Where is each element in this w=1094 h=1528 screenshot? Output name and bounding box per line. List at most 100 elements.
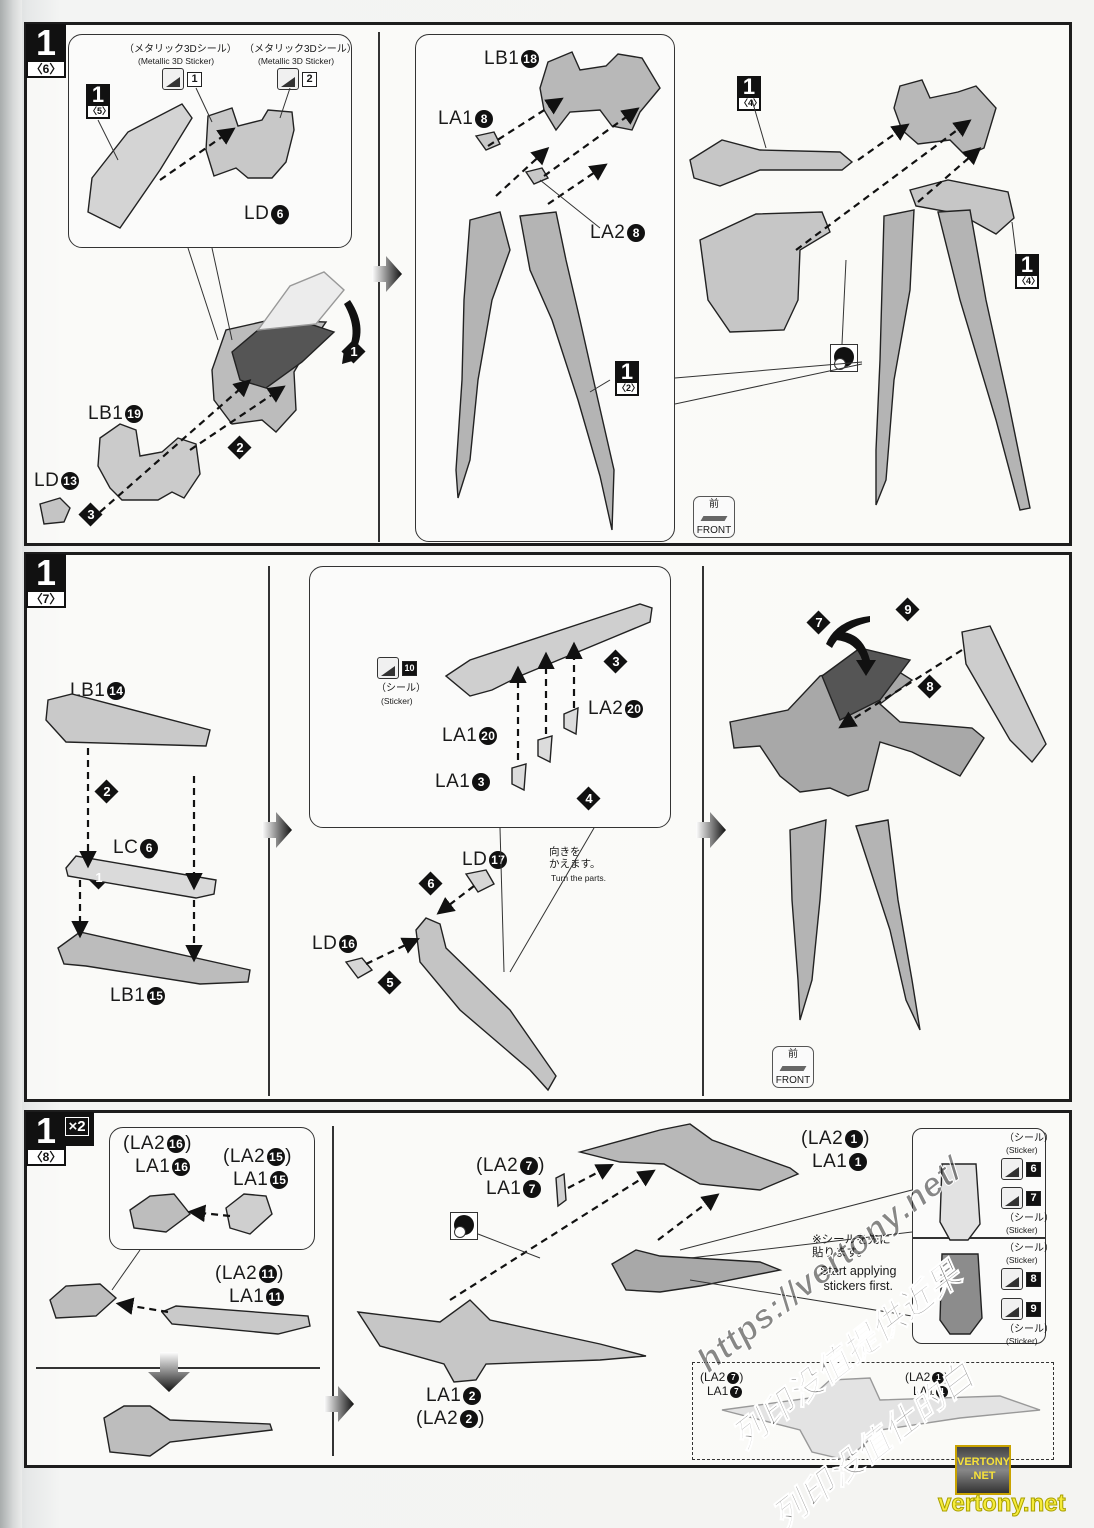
part-code: LC	[113, 837, 139, 858]
sticker-label-jp: （シール）	[1004, 1243, 1054, 1254]
leader-line	[195, 87, 213, 123]
backpack-ghost-illustration	[256, 271, 345, 331]
leader-line	[279, 87, 291, 119]
order-mark: 7	[808, 612, 830, 634]
part-fin-illustration	[611, 1249, 783, 1293]
sticker-6: 6	[1001, 1158, 1041, 1180]
order-number: 2	[103, 784, 111, 799]
part-code: LB1	[110, 985, 146, 1006]
page-binding-edge	[0, 0, 22, 1528]
turn-note-jp: 向きを かえます。	[549, 846, 601, 870]
rotate-arrow-icon	[836, 631, 876, 676]
part-la1-3-illustration	[511, 763, 527, 792]
leader-line	[1011, 221, 1017, 255]
part-paren: )	[739, 1370, 744, 1384]
guide-arrow	[487, 97, 564, 147]
part-number: 7	[520, 1157, 539, 1175]
guide-arrow	[543, 107, 640, 177]
leader-line	[674, 363, 863, 405]
leader-line	[187, 247, 219, 341]
part-code: LA1	[486, 1178, 522, 1199]
leader-line	[539, 179, 601, 229]
part-code: LA1	[812, 1151, 848, 1172]
sticker-part-top-illustration	[939, 1163, 981, 1241]
front-label: FRONT	[775, 1075, 811, 1086]
part-head-illustration	[49, 1283, 118, 1319]
sticker-panel-divider	[912, 1237, 1046, 1239]
multiplier-badge: ×2	[60, 1112, 94, 1146]
sticker-icon	[1001, 1298, 1023, 1320]
part-lb1-15-illustration	[57, 931, 251, 985]
guide-arrow	[189, 385, 286, 451]
part-arm-left-illustration	[689, 139, 854, 187]
sticker-label-en: (Sticker)	[1006, 1145, 1038, 1155]
part-arm-right-illustration	[909, 179, 1015, 235]
leg-left-illustration	[455, 211, 511, 499]
sticker-8: 8	[1001, 1268, 1041, 1290]
part-number: 16	[339, 935, 358, 953]
part-code: (LA2	[700, 1370, 726, 1384]
part-number: 18	[521, 50, 540, 68]
part-number: 15	[147, 987, 166, 1005]
leg-right-illustration	[519, 211, 615, 531]
part-la2-8-illustration	[524, 167, 550, 185]
sticker-number: 6	[1026, 1161, 1041, 1177]
part-code: LA1	[442, 725, 478, 746]
subref-substep: 〈2〉	[617, 383, 641, 394]
sticker-icon	[162, 68, 184, 90]
rotate-arrow-icon	[826, 616, 870, 648]
part-beam-illustration	[444, 603, 653, 697]
part-code: LD	[462, 849, 488, 870]
part-code: (LA2	[905, 1370, 931, 1384]
guide-arrow	[99, 379, 252, 513]
step-number: 1	[35, 1110, 57, 1151]
guide-arrow	[159, 127, 236, 181]
guide-arrow	[187, 1204, 231, 1223]
coin-marker-icon	[830, 344, 858, 372]
part-number: 8	[475, 110, 494, 128]
part-number: 7	[523, 1180, 542, 1198]
subref-number: 1	[742, 74, 756, 99]
part-code: LA1	[438, 108, 474, 129]
part-number: 14	[107, 682, 126, 700]
part-number: 3	[472, 773, 491, 791]
part-number: 7	[727, 1372, 740, 1384]
order-number: 4	[585, 791, 593, 806]
next-step-arrow-icon	[262, 812, 292, 848]
leader-line	[751, 99, 767, 149]
part-number: 2	[460, 1410, 479, 1428]
next-step-arrow-icon	[324, 1386, 354, 1422]
part-number: 20	[625, 700, 644, 718]
sticker-label-jp-2: （メタリック3Dシール）	[244, 44, 357, 55]
order-number: 8	[926, 679, 934, 694]
part-lc6-illustration	[65, 855, 217, 899]
sticker-label-en: (Sticker)	[1006, 1336, 1038, 1346]
part-la2-20-illustration	[563, 706, 579, 736]
part-la1-2-illustration	[356, 1299, 647, 1383]
order-mark: 2	[96, 781, 118, 803]
leg-left-3-illustration	[789, 819, 827, 1021]
sticker-icon	[277, 68, 299, 90]
sticker-label-jp: （シール）	[1004, 1324, 1054, 1335]
part-number: 2	[463, 1387, 482, 1405]
leader-line	[477, 1233, 541, 1259]
part-number: 7	[730, 1386, 743, 1398]
next-step-arrow-icon	[696, 812, 726, 848]
sticker-number: 10	[402, 660, 417, 676]
part-code: (LA2	[416, 1408, 459, 1429]
guide-arrow	[547, 163, 608, 205]
front-label: FRONT	[696, 525, 732, 536]
